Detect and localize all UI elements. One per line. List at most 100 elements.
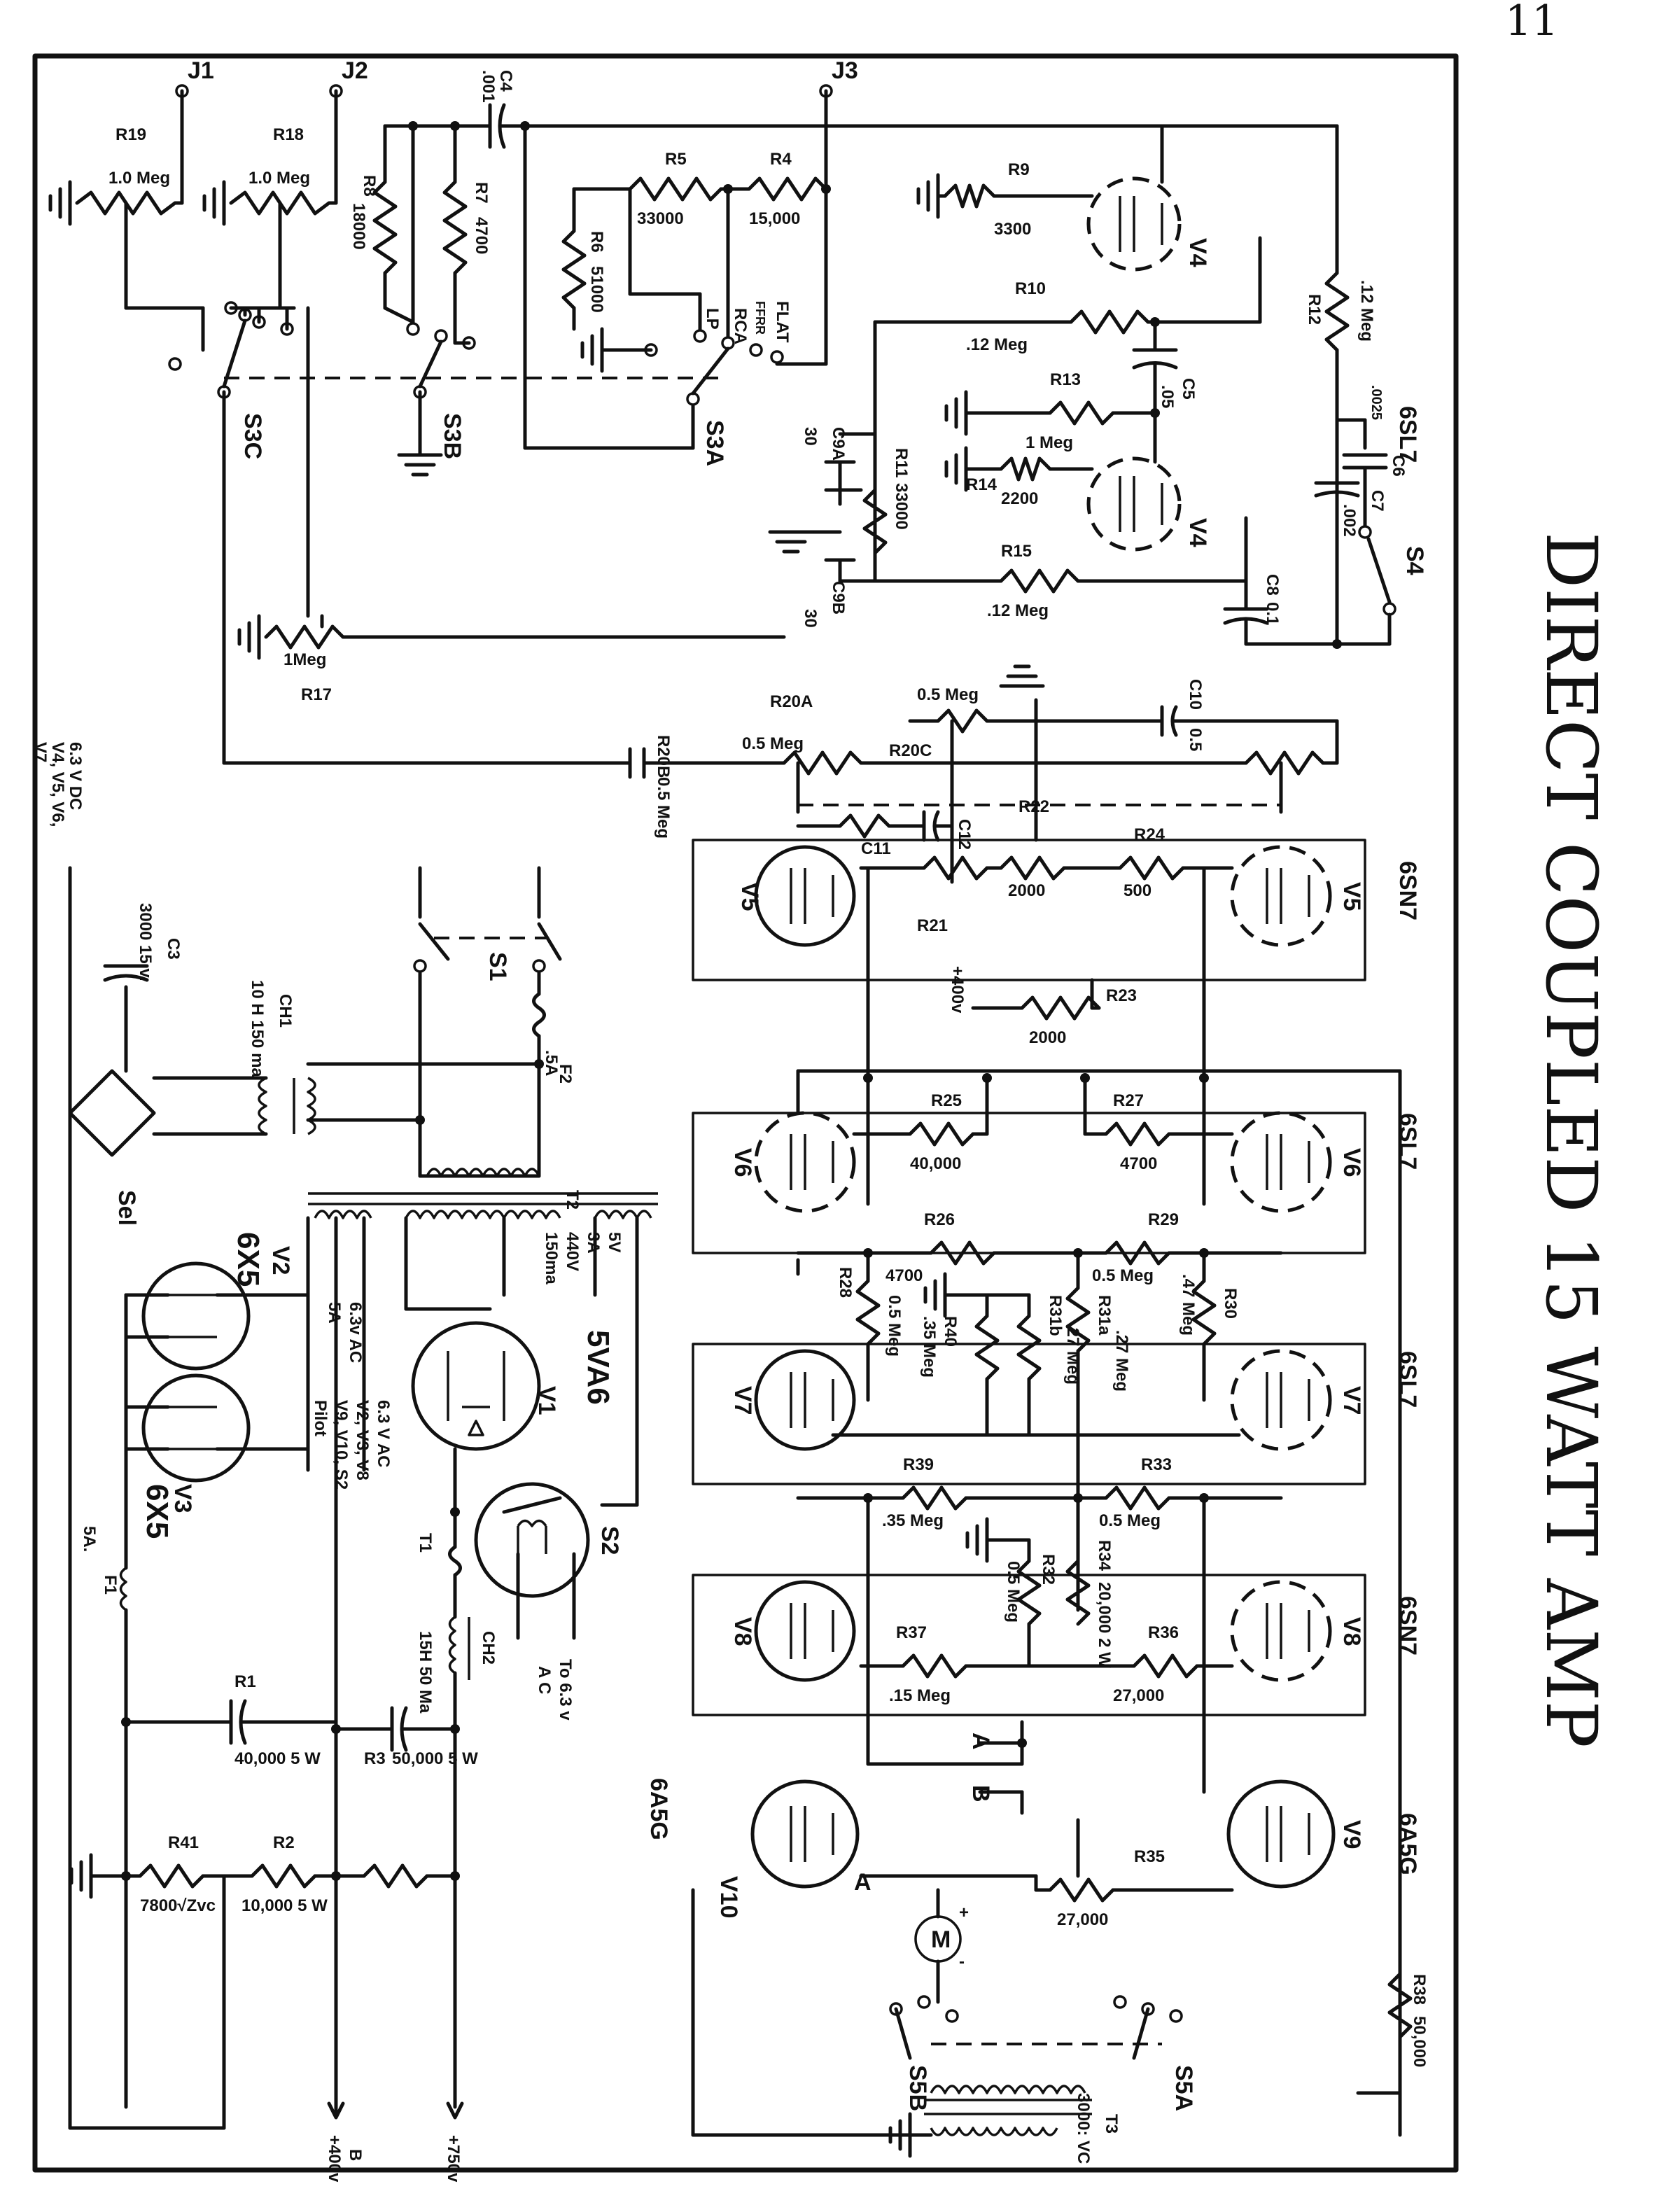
value-r20c: 0.5 Meg (917, 685, 979, 704)
value-r15: .12 Meg (987, 601, 1049, 620)
label-r26: R27 (1113, 1091, 1144, 1110)
label-r24: R22 (1018, 797, 1049, 816)
value-r17: 1Meg (284, 650, 326, 669)
sw-lp: LP (703, 308, 722, 330)
sw-ffrr: FFRR (753, 301, 767, 335)
jack-j1: J1 (188, 57, 214, 84)
label-r35: R36 (1148, 1623, 1179, 1642)
label-r40: R28 (836, 1267, 855, 1298)
label-f2: T1 (416, 1533, 435, 1553)
out-b: B (346, 2149, 365, 2161)
label-c8: C8 (1263, 574, 1282, 596)
label-f1: F2 (556, 1064, 575, 1084)
label-c3: C3 (164, 938, 183, 960)
value-r5: 33000 (637, 209, 684, 228)
value-r11: 33000 (892, 483, 911, 530)
tube-v5-right: V5 (1338, 882, 1365, 911)
to-63v: To 6.3 v (556, 1659, 575, 1721)
label-r5: R5 (665, 150, 687, 169)
label-r9: R9 (1008, 160, 1030, 179)
tap-5v: 5V (605, 1232, 624, 1252)
switch-s2: S2 (596, 1526, 623, 1555)
value-c8: 0.1 (1263, 602, 1282, 625)
sw-flat: FLAT (773, 301, 792, 343)
value-r7: 4700 (472, 217, 491, 254)
switch-s1: S1 (484, 952, 511, 981)
label-r18: R18 (273, 125, 304, 144)
value-c1: 50,000 5 W (392, 1749, 478, 1768)
value-r30: .27 Meg (1112, 1330, 1131, 1392)
label-r21: C11 (861, 839, 891, 858)
label-r31b: R40 (941, 1316, 960, 1347)
tube-type-v6: 6SL7 (1394, 1113, 1421, 1170)
dc-tubes: V4, V5, V6, (48, 742, 67, 827)
value-r40: 0.5 Meg (885, 1295, 904, 1357)
value-t3: 3000: VC (1074, 2093, 1093, 2164)
page-marker: 11 (1505, 0, 1558, 46)
value-r10: .12 Meg (966, 335, 1028, 354)
value-r36: .15 Meg (889, 1686, 951, 1705)
tube-v9: V9 (1338, 1820, 1365, 1849)
ac-label: A C (535, 1666, 554, 1694)
selenium-rect: Sel (113, 1190, 140, 1226)
jack-j3: J3 (832, 57, 858, 84)
heater-tubes: V2, V3, V8 (353, 1400, 372, 1480)
jack-j2: J2 (342, 57, 368, 84)
value-r29: 4700 (886, 1266, 923, 1285)
value-r4: 15,000 (749, 209, 800, 228)
value-r34: 0.5 Meg (1004, 1561, 1023, 1623)
label-c12: R20B (654, 735, 673, 778)
switch-s3b: S3B (439, 413, 465, 459)
value-ch1: 15H 50 Ma (416, 1631, 435, 1714)
label-r11: R11 (892, 448, 911, 478)
label-c9b: C9B (829, 581, 848, 615)
value-ch2: 5A. (80, 1526, 99, 1552)
value-r37: 20,000 2 W (1095, 1582, 1114, 1668)
value-r28: 0.5 Meg (1092, 1266, 1154, 1285)
tube-type-v10: 6A5G (645, 1778, 672, 1840)
tube-v8-left: V8 (729, 1617, 756, 1646)
value-r6: 51000 (587, 266, 606, 313)
tube-type-v1: 5VA6 (581, 1330, 615, 1405)
label-r2: R41 (168, 1833, 199, 1852)
value-r26: 4700 (1120, 1154, 1157, 1173)
point-b-top: B (967, 1785, 994, 1802)
value-c5: .05 (1158, 385, 1177, 408)
value-r18: 1.0 Meg (248, 169, 310, 188)
label-c7: C7 (1368, 490, 1387, 512)
label-t2: CH1 (276, 994, 295, 1028)
label-r15: R15 (1001, 542, 1032, 561)
switch-s3a: S3A (701, 420, 728, 466)
tube-v3: V3 (169, 1484, 196, 1513)
label-c4: C4 (496, 70, 515, 92)
value-f1: .5A (542, 1050, 561, 1076)
label-r7: R7 (472, 182, 491, 204)
tube-type-v5: 6SN7 (1394, 861, 1421, 920)
label-r34: R32 (1039, 1554, 1058, 1585)
label-r22: R21 (917, 916, 948, 935)
point-a-top: A (967, 1732, 994, 1750)
label-r23: R24 (1134, 825, 1166, 844)
value-r38: 27,000 (1057, 1910, 1108, 1929)
label-c1: R3 (364, 1749, 386, 1768)
label-r33: R39 (903, 1455, 934, 1474)
tube-v6-right: V6 (1338, 1148, 1365, 1177)
label-r6: R6 (587, 231, 606, 253)
value-r33: .35 Meg (882, 1511, 944, 1530)
label-r39: R30 (1221, 1288, 1240, 1319)
label-ch1: CH2 (479, 1631, 498, 1665)
value-r23: 500 (1124, 881, 1152, 900)
label-c6: C6 (1389, 455, 1408, 477)
label-r14: R14 (966, 475, 997, 494)
value-r14: 2200 (1001, 489, 1038, 508)
label-t3: T3 (1102, 2114, 1121, 2134)
tube-v6-left: V6 (729, 1148, 756, 1177)
tube-v7-right: V7 (1338, 1386, 1365, 1415)
label-r25: R23 (1106, 986, 1137, 1005)
out-b400: +400v (325, 2135, 344, 2183)
point-a-bottom: A (854, 1869, 872, 1896)
label-r13: R13 (1050, 370, 1081, 389)
tap-440v: 440V (563, 1232, 582, 1271)
label-ch2: F1 (101, 1575, 120, 1595)
switch-s4: S4 (1401, 546, 1428, 575)
